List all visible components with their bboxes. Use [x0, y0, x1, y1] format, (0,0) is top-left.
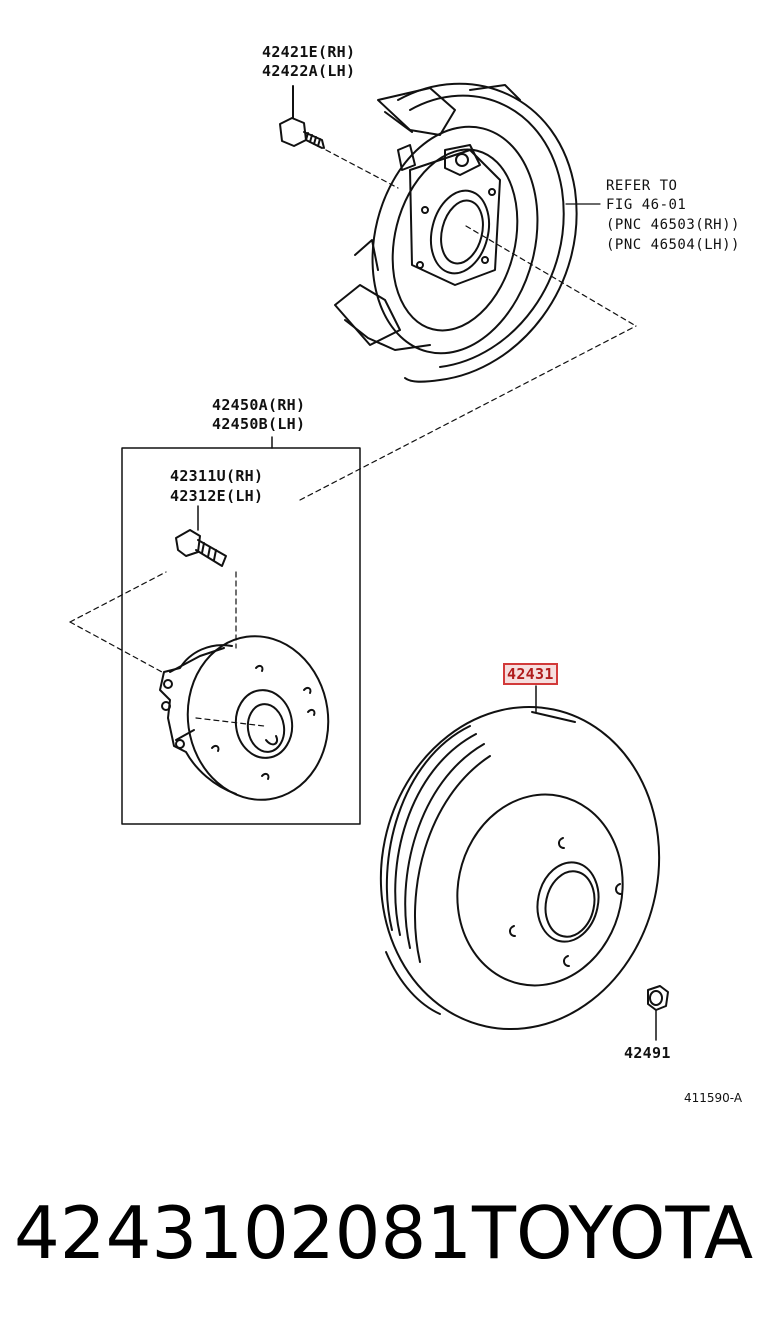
hub-assembly-box [121, 447, 361, 825]
bolt-lh-label: 42422A(LH) [262, 62, 356, 80]
brand-name: TOYOTA [472, 1191, 754, 1275]
hole-plug [647, 985, 669, 1041]
bolt-rh-label: 42421E(RH) [262, 43, 356, 61]
backing-plate [334, 82, 578, 383]
bolt [279, 85, 325, 149]
stud-lh-label: 42312E(LH) [170, 487, 264, 505]
disc-part-highlight[interactable]: 42431 [503, 663, 558, 685]
refer-pnc-rh-label: (PNC 46503(RH)) [606, 217, 740, 233]
brake-disc [379, 685, 661, 1031]
leader-lines [69, 149, 637, 727]
hub-lh-label: 42450B(LH) [212, 415, 306, 433]
figure-code: 411590-A [684, 1091, 743, 1105]
hub-rh-label: 42450A(RH) [212, 396, 306, 414]
part-number: 4243102081 [14, 1191, 473, 1275]
hub-bolt [175, 505, 227, 567]
plug-label: 42491 [624, 1044, 671, 1062]
refer-pnc-lh-label: (PNC 46504(LH)) [606, 237, 740, 253]
refer-to-label: REFER TO [606, 178, 678, 194]
stud-rh-label: 42311U(RH) [170, 467, 264, 485]
refer-fig-label: FIG 46-01 [606, 197, 687, 213]
hub-bearing [159, 635, 330, 801]
